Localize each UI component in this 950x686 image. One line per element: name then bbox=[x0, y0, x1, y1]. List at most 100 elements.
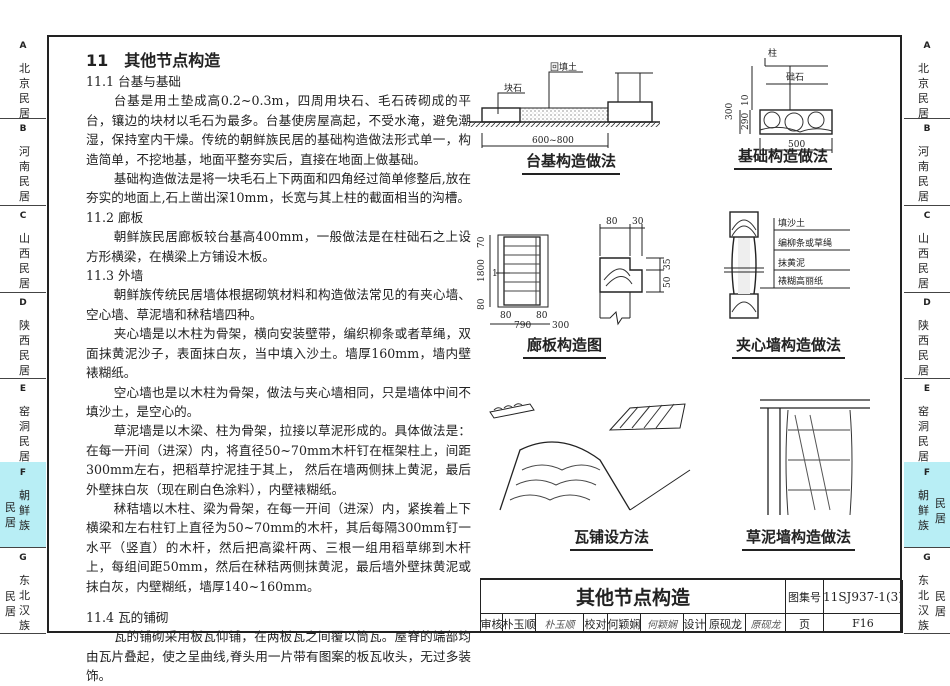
tab-name: 陕西民居 bbox=[19, 319, 30, 377]
label-base: 础石 bbox=[786, 71, 804, 83]
dim-80-left: 80 bbox=[477, 298, 487, 310]
dim-10: 10 bbox=[741, 94, 751, 106]
paragraph: 草泥墙是以木梁、柱为骨架，拉接以草泥形成的。具体做法是：在每一开间（进深）内，将… bbox=[86, 423, 471, 497]
label-yellow-mud: 抹黄泥 bbox=[778, 257, 805, 269]
caption-taiji: 台基构造做法 bbox=[522, 150, 621, 175]
caption-jiaxin: 夹心墙构造做法 bbox=[732, 334, 846, 359]
chapter-tab-f[interactable]: F 朝鲜族民居 bbox=[0, 462, 46, 548]
chapter-tab-f[interactable]: F 朝鲜族民居 bbox=[904, 462, 950, 548]
tab-letter: A bbox=[923, 41, 931, 51]
dim-600-800: 600~800 bbox=[532, 136, 574, 146]
chapter-tab-b[interactable]: B 河南民居 bbox=[904, 118, 950, 206]
paragraph: 台基是用土垫成高0.2~0.3m，四周用块石、毛石砖砌成的平台，镶边的块材以毛石… bbox=[86, 93, 471, 167]
chapter-tab-d[interactable]: D 陕西民居 bbox=[0, 292, 46, 379]
designer-signature: 原砚龙 bbox=[746, 614, 786, 633]
checker: 何颖娴 bbox=[608, 614, 641, 633]
section-mark: 1 bbox=[492, 269, 498, 279]
tab-letter: E bbox=[923, 384, 931, 394]
tab-name: 东北汉族 bbox=[19, 574, 30, 632]
dim-290: 290 bbox=[741, 113, 751, 130]
tab-name: 朝鲜族 bbox=[918, 489, 929, 532]
tab-name: 河南民居 bbox=[19, 145, 30, 203]
label-willow: 编柳条或草绳 bbox=[778, 237, 832, 249]
paragraph: 夹心墙是以木柱为骨架，横向安装壁带，编织柳条或者草绳，双面抹黄泥沙子，表面抹白灰… bbox=[86, 326, 471, 381]
caption-wa: 瓦铺设方法 bbox=[570, 526, 654, 551]
tab-letter: F bbox=[19, 468, 27, 478]
tab-name: 陕西民居 bbox=[918, 319, 929, 377]
tab-sub: 民居 bbox=[5, 501, 16, 529]
tab-name: 东北汉族 bbox=[918, 574, 929, 632]
tab-name: 山西民居 bbox=[19, 232, 30, 290]
tab-sub: 民居 bbox=[935, 497, 946, 525]
jiaxin-drawing: 填沙土 编柳条或草绳 抹黄泥 裱糊高丽纸 bbox=[724, 211, 850, 319]
paragraph: 秫秸墙以木柱、梁为骨架，在每一开间（进深）内，紧挨着上下横梁和左右柱钉上直径为5… bbox=[86, 500, 471, 594]
page-number: F16 bbox=[824, 614, 903, 633]
chapter-tab-d[interactable]: D 陕西民居 bbox=[904, 292, 950, 379]
dim-1800: 1800 bbox=[477, 259, 487, 282]
tab-name: 北京民居 bbox=[918, 62, 929, 120]
design-label: 设计 bbox=[684, 614, 706, 633]
label-fill-sand: 填沙土 bbox=[778, 217, 805, 229]
heading-11-1: 11.1 台基与基础 bbox=[86, 74, 182, 89]
dim-70: 70 bbox=[477, 236, 487, 248]
tab-name: 朝鲜族 bbox=[19, 489, 30, 532]
designer: 原砚龙 bbox=[706, 614, 746, 633]
tab-letter: C bbox=[19, 211, 27, 221]
page-label: 页 bbox=[786, 614, 824, 633]
tab-letter: C bbox=[923, 211, 931, 221]
tab-name: 北京民居 bbox=[19, 62, 30, 120]
tab-name: 窑洞民居 bbox=[19, 405, 30, 463]
dim-790: 790 bbox=[514, 321, 531, 331]
label-column: 柱 bbox=[768, 47, 777, 59]
check-label: 校对 bbox=[584, 614, 608, 633]
checker-signature: 何颖娴 bbox=[641, 614, 684, 633]
tab-sub: 民居 bbox=[935, 590, 946, 618]
tab-letter: B bbox=[923, 124, 931, 134]
dim-300: 300 bbox=[725, 103, 735, 120]
tab-letter: D bbox=[19, 298, 27, 308]
dim-80-bottom-2: 80 bbox=[536, 311, 548, 321]
chapter-tab-c[interactable]: C 山西民居 bbox=[0, 205, 46, 293]
chapter-tab-a[interactable]: A 北京民居 bbox=[0, 35, 46, 120]
heading-11-3: 11.3 外墙 bbox=[86, 268, 144, 284]
caption-langban: 廊板构造图 bbox=[523, 334, 607, 359]
review-label: 审核 bbox=[481, 614, 503, 633]
dim-500: 500 bbox=[788, 140, 805, 150]
atlas-number: 11SJ937-1(3) bbox=[823, 580, 903, 614]
tab-sub: 民居 bbox=[5, 590, 16, 618]
dim-80-top: 80 bbox=[606, 217, 618, 227]
tab-letter: B bbox=[19, 124, 27, 134]
wa-drawing bbox=[489, 403, 691, 511]
tab-name: 河南民居 bbox=[918, 145, 929, 203]
jichu-drawing: 柱 300 290 10 500 础石 bbox=[725, 47, 833, 153]
tab-letter: F bbox=[923, 468, 931, 478]
paragraph: 朝鲜族传统民居墙体根据砌筑材料和构造做法常见的有夹心墙、空心墙、草泥墙和秫秸墙四… bbox=[86, 287, 471, 322]
langban-drawing: 70 1800 80 1 80 790 80 300 80 30 35 50 bbox=[477, 217, 673, 331]
caption-caoni: 草泥墙构造做法 bbox=[742, 526, 856, 551]
dim-30: 30 bbox=[632, 217, 644, 227]
reviewer: 朴玉顺 bbox=[503, 614, 536, 633]
chapter-tab-a[interactable]: A 北京民居 bbox=[904, 35, 950, 120]
heading-11-4: 11.4 瓦的铺砌 bbox=[86, 609, 169, 625]
paragraph: 空心墙也是以木柱为骨架，做法与夹心墙相同，只是墙体中间不填沙土，是空心的。 bbox=[86, 384, 471, 419]
label-paper: 裱糊高丽纸 bbox=[778, 275, 823, 287]
label-fill: 回填土 bbox=[550, 61, 577, 73]
body-text: 11 其他节点构造 11.1 台基与基础 台基是用土垫成高0.2~0.3m，四周… bbox=[86, 50, 471, 686]
tab-letter: D bbox=[923, 298, 931, 308]
dim-80-bottom-1: 80 bbox=[500, 311, 512, 321]
taiji-drawing: 块石 回填土 600~800 bbox=[470, 61, 660, 148]
tab-letter: A bbox=[19, 41, 27, 51]
reviewer-signature: 朴玉顺 bbox=[536, 614, 584, 633]
section-title: 11 其他节点构造 bbox=[86, 51, 221, 70]
paragraph: 瓦的铺砌采用板瓦仰铺，在两板瓦之间覆以筒瓦。屋脊的端部均由瓦片叠起，使之呈曲线,… bbox=[86, 629, 471, 684]
tab-letter: G bbox=[923, 553, 931, 563]
label-stone: 块石 bbox=[504, 82, 522, 94]
title-block-title: 其他节点构造 bbox=[481, 580, 786, 614]
chapter-tab-g[interactable]: G 东北汉族民居 bbox=[904, 547, 950, 634]
chapter-tab-b[interactable]: B 河南民居 bbox=[0, 118, 46, 206]
dim-300: 300 bbox=[552, 321, 569, 331]
